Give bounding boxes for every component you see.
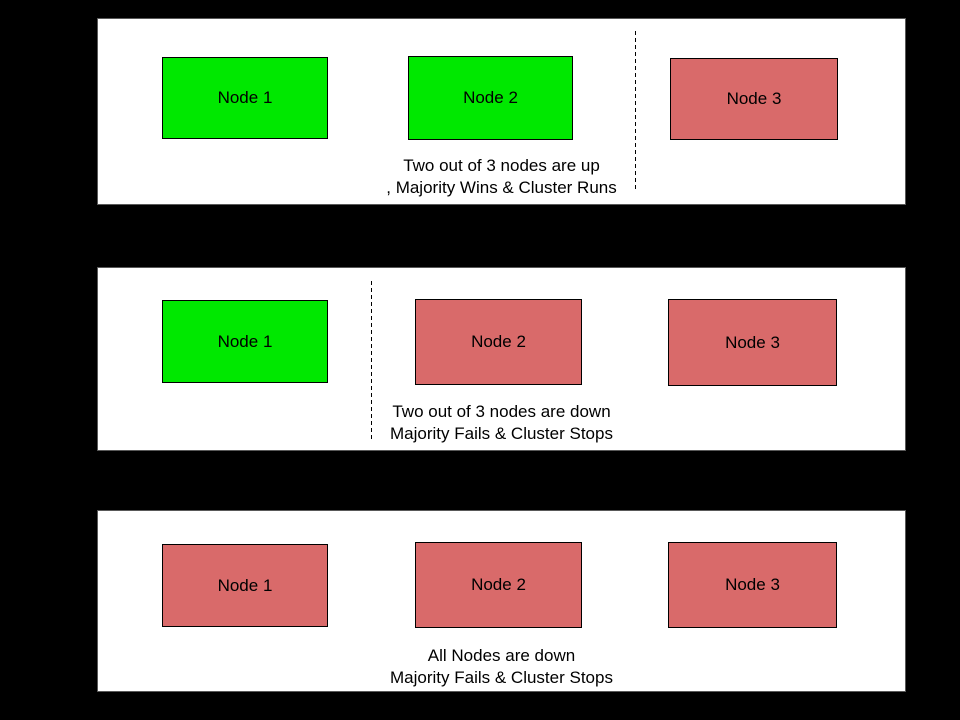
node-box-3: Node 3 [668, 299, 837, 386]
caption-line2: Majority Fails & Cluster Stops [390, 668, 613, 687]
caption-line1: Two out of 3 nodes are up [403, 156, 600, 175]
caption-line1: Two out of 3 nodes are down [392, 402, 611, 421]
panel-majority-down: Node 1 Node 2 Node 3 Two out of 3 nodes … [97, 267, 906, 451]
panel-caption: All Nodes are down Majority Fails & Clus… [98, 645, 905, 689]
caption-line1: All Nodes are down [427, 646, 576, 665]
panel-all-down: Node 1 Node 2 Node 3 All Nodes are down … [97, 510, 906, 692]
node-box-2: Node 2 [408, 56, 573, 140]
node-box-1: Node 1 [162, 544, 328, 627]
node-box-3: Node 3 [670, 58, 838, 140]
node-box-1: Node 1 [162, 57, 328, 139]
node-box-2: Node 2 [415, 542, 582, 628]
caption-line2: , Majority Wins & Cluster Runs [386, 178, 617, 197]
quorum-divider-line [371, 281, 372, 439]
node-box-1: Node 1 [162, 300, 328, 383]
panel-caption: Two out of 3 nodes are down Majority Fai… [98, 401, 905, 445]
node-box-2: Node 2 [415, 299, 582, 385]
quorum-divider-line [635, 31, 636, 189]
panel-majority-up: Node 1 Node 2 Node 3 Two out of 3 nodes … [97, 18, 906, 205]
caption-line2: Majority Fails & Cluster Stops [390, 424, 613, 443]
panel-caption: Two out of 3 nodes are up , Majority Win… [98, 155, 905, 199]
node-box-3: Node 3 [668, 542, 837, 628]
